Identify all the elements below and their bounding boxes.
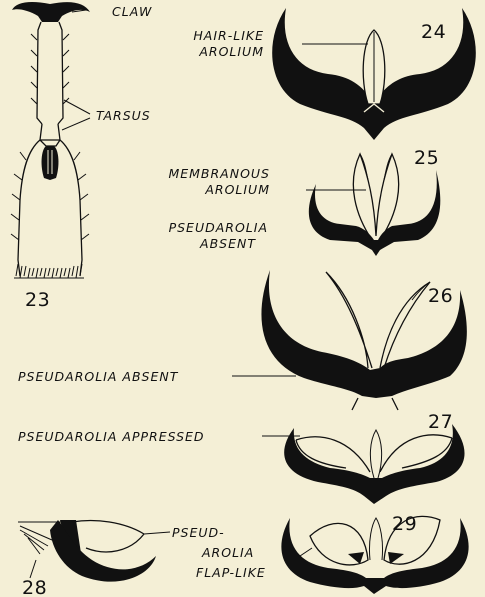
fig23-dark-insertion [42, 146, 59, 180]
label-pseudarolia-absent-26: PSEUDAROLIA ABSENT [18, 369, 178, 384]
label-hair-like: HAIR-LIKE [158, 28, 264, 43]
figure-number-25: 25 [414, 148, 439, 168]
fig23-leg-drawing [11, 2, 90, 278]
fig28-number-leader [30, 560, 36, 578]
fig26-arolium [326, 272, 430, 368]
figure-number-29: 29 [392, 514, 417, 534]
label-claw: CLAW [112, 4, 152, 19]
label-absent-25: ABSENT [150, 236, 256, 251]
fig27-claws [284, 424, 464, 504]
label-arolium-24: AROLIUM [158, 44, 264, 59]
figure-number-27: 27 [428, 412, 453, 432]
label-tarsus: TARSUS [96, 108, 151, 123]
label-arolia: AROLIA [202, 545, 254, 560]
label-pseudarolia-appressed: PSEUDAROLIA APPRESSED [18, 429, 205, 444]
fig28-pretarsus-drawing [18, 520, 156, 582]
figure-number-23: 23 [25, 290, 50, 310]
fig27-pretarsus-drawing [284, 424, 464, 504]
label-arolium-25: AROLIUM [150, 182, 270, 197]
fig23-claw [12, 2, 90, 22]
fig29-claws [281, 518, 468, 594]
fig23-tarsus-leader-upper [64, 100, 90, 114]
fig28-pseud-leader [144, 532, 170, 534]
fig23-distal-tarsomere [37, 22, 63, 124]
label-pseud: PSEUD- [172, 525, 225, 540]
fig29-flap-leader [300, 548, 312, 556]
figure-number-28: 28 [22, 578, 47, 597]
figure-number-24: 24 [421, 22, 446, 42]
label-membranous: MEMBRANOUS [150, 166, 270, 181]
fig29-flap-like-pseudarolia [310, 516, 440, 565]
fig28-flap-pseudarolium [72, 521, 144, 552]
fig29-pretarsus-drawing [281, 516, 468, 594]
fig23-tarsus-leader-lower [62, 118, 90, 130]
fig23-middle-tarsomere [40, 124, 60, 146]
label-pseudarolia-25: PSEUDAROLIA [150, 220, 268, 235]
label-flap-like: FLAP-LIKE [196, 565, 266, 580]
figure-number-26: 26 [428, 286, 453, 306]
fig25-pretarsus-drawing [309, 154, 440, 256]
